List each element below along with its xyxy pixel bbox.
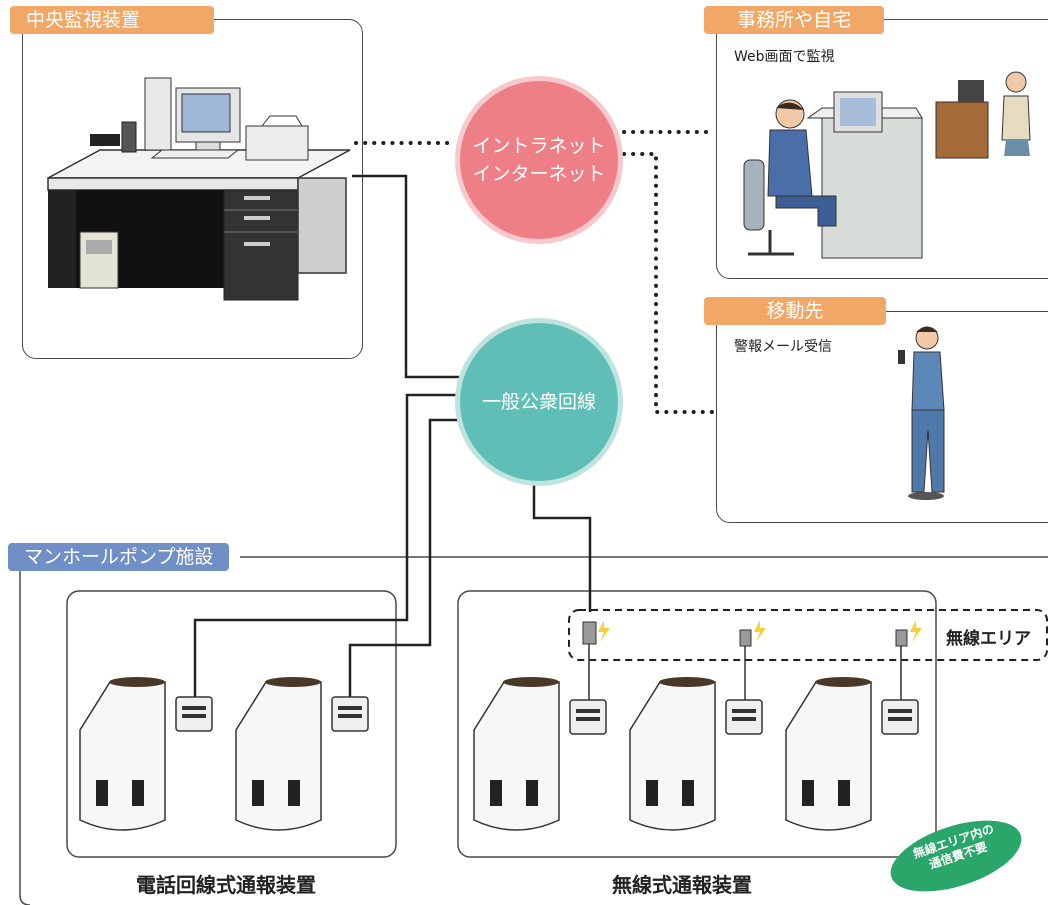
intranet-label: イントラネット [472,135,606,157]
office-caption: Web画面で監視 [734,49,835,65]
office-worker-illustration [743,71,1031,259]
office-home-tag: 事務所や自宅 [704,6,884,34]
antenna-sparks [598,620,922,642]
wireless-device-label: 無線式通報装置 [612,873,752,897]
wired-device-label: 電話回線式通報装置 [136,873,316,897]
phone-lines [193,174,592,697]
internet-dotted-lines [354,130,714,414]
wireless-area-box [568,609,1048,661]
public-line-label: 一般公衆回線 [481,391,596,413]
facility-tag: マンホールポンプ施設 [8,543,230,571]
wireless-antennas [582,621,908,647]
public-line-node: 一般公衆回線 [455,318,623,486]
mobile-tag: 移動先 [704,297,886,325]
mobile-caption: 警報メール受信 [734,339,832,355]
central-monitor-tag: 中央監視装置 [10,6,214,34]
wired-box [66,590,397,858]
mobile-person-illustration [898,326,945,500]
pump-lids [109,677,871,687]
wireless-area-label: 無線エリア [946,629,1031,649]
intranet-internet-node: イントラネット インターネット [455,76,623,244]
desk-illustration [47,77,351,301]
pump-motors [96,780,850,806]
facility-frame [19,568,31,905]
internet-label: インターネット [472,163,606,185]
free-comm-badge-shape [890,820,1022,892]
mobile-panel [716,311,1048,523]
wireless-box [457,590,937,858]
